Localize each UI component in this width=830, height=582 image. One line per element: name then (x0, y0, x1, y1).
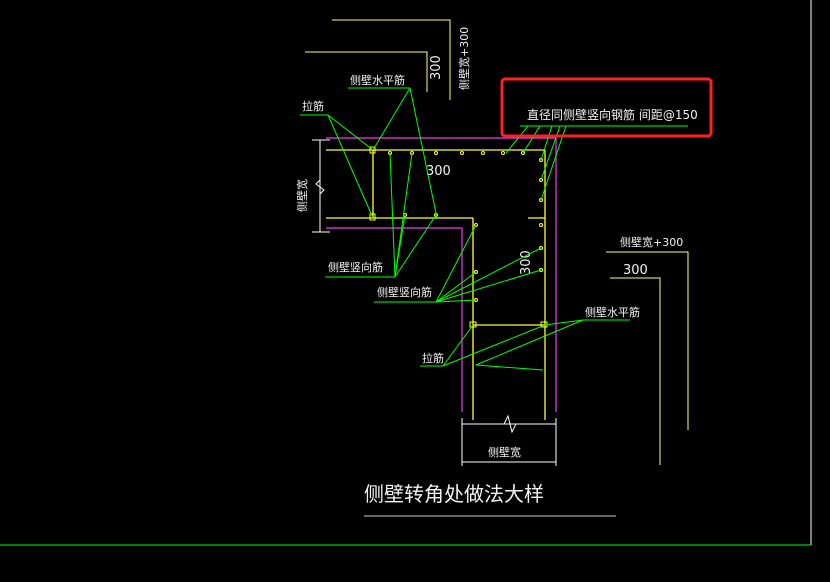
label-tie-bottom: 拉筋 (422, 351, 444, 365)
label-wall-width-right: 侧壁宽+300 (620, 235, 683, 249)
viewport-frame (0, 0, 812, 546)
note-highlighted: 直径同侧壁竖向钢筋 间距@150 (527, 107, 698, 122)
leader-lines (300, 87, 688, 371)
dim-300-inner-top: 300 (426, 164, 451, 179)
drawing-title: 侧壁转角处做法大样 (364, 482, 544, 506)
right-dimension-lines (606, 251, 689, 465)
dim-300-top: 300 (429, 55, 444, 80)
bottom-dimension (461, 414, 557, 466)
label-h-rebar-right: 侧壁水平筋 (585, 305, 640, 319)
label-wall-width-left: 侧壁宽 (295, 179, 309, 212)
dim-300-right: 300 (623, 263, 648, 278)
label-wall-width-top: 侧壁宽+300 (457, 27, 471, 90)
top-dimension-lines (305, 19, 451, 100)
label-h-rebar-top: 侧壁水平筋 (350, 73, 405, 87)
label-v-rebar-2: 侧壁竖向筋 (377, 285, 432, 299)
label-tie-top: 拉筋 (302, 99, 324, 113)
rebar-lines (326, 149, 546, 420)
dim-300-inner-right: 300 (519, 250, 534, 275)
highlight-box (500, 77, 713, 138)
rebar-dots (369, 146, 548, 328)
label-wall-width-bottom: 侧壁宽 (488, 445, 521, 459)
left-dimension (312, 139, 330, 233)
label-v-rebar-1: 侧壁竖向筋 (328, 260, 383, 274)
